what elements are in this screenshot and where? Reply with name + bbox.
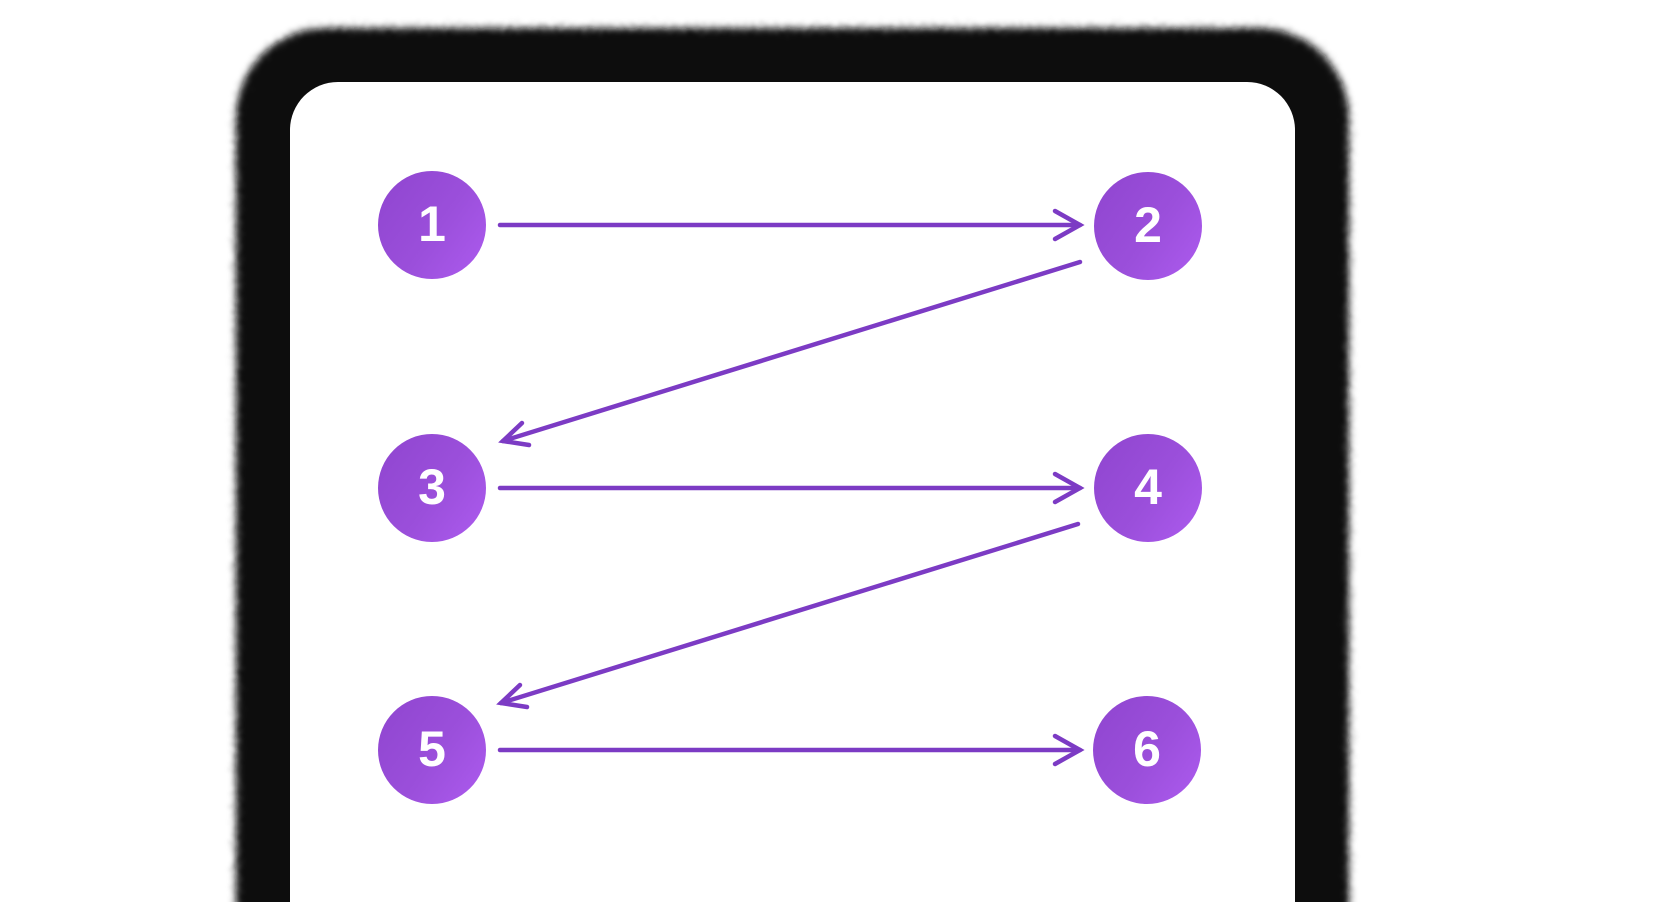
step-node-6: 6: [1093, 696, 1201, 804]
step-node-2-label: 2: [1134, 197, 1162, 253]
step-node-5-label: 5: [418, 721, 446, 777]
step-node-2: 2: [1094, 172, 1202, 280]
step-node-4-label: 4: [1134, 459, 1162, 515]
step-node-3: 3: [378, 434, 486, 542]
step-node-6-label: 6: [1133, 721, 1161, 777]
step-node-1-label: 1: [418, 196, 446, 252]
step-node-1: 1: [378, 171, 486, 279]
step-node-4: 4: [1094, 434, 1202, 542]
step-node-5: 5: [378, 696, 486, 804]
step-node-3-label: 3: [418, 459, 446, 515]
